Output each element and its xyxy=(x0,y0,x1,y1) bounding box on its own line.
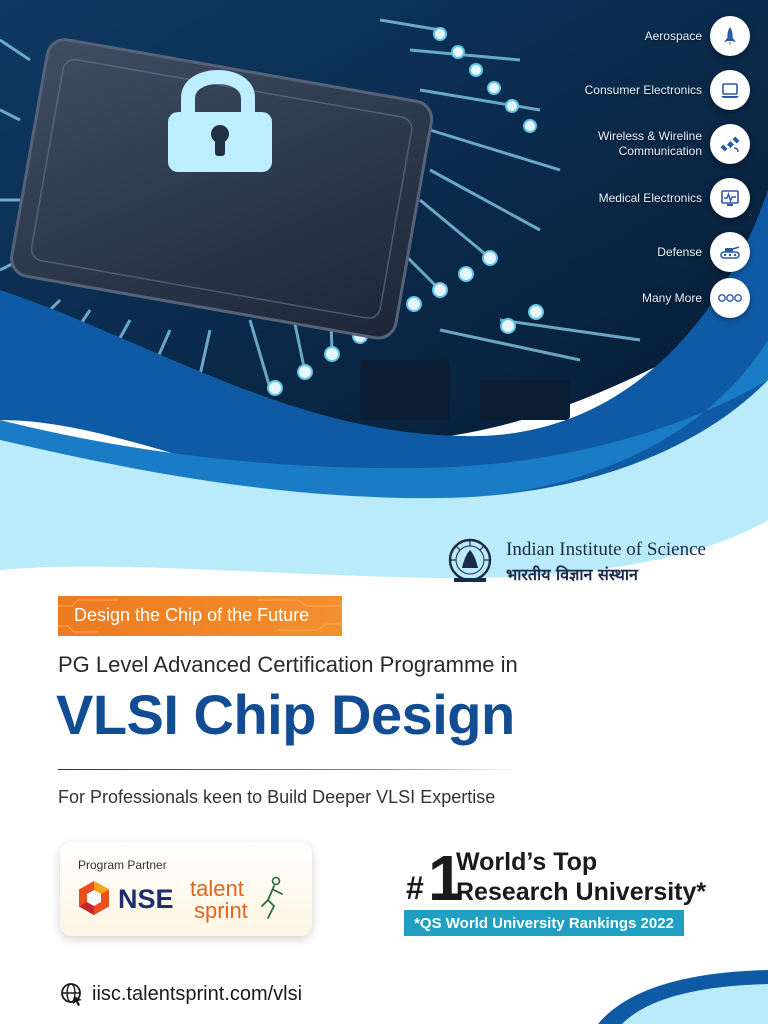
application-many-more: Many More xyxy=(642,278,750,318)
application-aerospace: Aerospace xyxy=(645,16,750,56)
tagline-banner: Design the Chip of the Future xyxy=(58,596,342,636)
website-link[interactable]: iisc.talentsprint.com/vlsi xyxy=(60,982,302,1006)
corner-decoration xyxy=(598,970,768,1024)
globe-icon xyxy=(61,983,82,1006)
application-label: Wireless & Wireline Communication xyxy=(597,129,702,158)
application-label: Many More xyxy=(641,290,702,305)
tagline-banner-background xyxy=(58,596,342,636)
application-defense: Defense xyxy=(657,232,750,272)
application-label: Defense xyxy=(657,244,702,259)
audience-text: For Professionals keen to Build Deeper V… xyxy=(58,787,496,807)
laptop-icon xyxy=(710,70,750,110)
institute-logo: Indian Institute of Science भारतीय विज्ञ… xyxy=(444,536,706,588)
programme-subtitle: PG Level Advanced Certification Programm… xyxy=(58,652,518,677)
rank-hash: # xyxy=(406,870,424,906)
institute-name-hindi: भारतीय विज्ञान संस्थान xyxy=(506,565,638,584)
program-partner-card: Program Partner NSE talent sprint xyxy=(60,842,312,936)
application-label: Medical Electronics xyxy=(598,190,702,205)
application-label: Aerospace xyxy=(644,28,702,43)
circuit-illustration xyxy=(0,0,768,579)
institute-seal-icon xyxy=(448,538,492,582)
programme-title: VLSI Chip Design xyxy=(56,683,515,746)
application-consumer-electronics: Consumer Electronics xyxy=(585,70,750,110)
talentsprint-wordmark-sprint: sprint xyxy=(194,898,248,923)
rocket-icon xyxy=(710,16,750,56)
monitor-icon xyxy=(710,178,750,218)
rank-number: 1 xyxy=(428,842,464,914)
satellite-icon xyxy=(710,124,750,164)
application-wireless-communication: Wireless & Wireline Communication xyxy=(552,124,750,164)
partner-label: Program Partner xyxy=(78,858,167,872)
hero-banner xyxy=(0,0,768,579)
rank-headline: World’s Top xyxy=(456,848,598,876)
more-icon xyxy=(710,278,750,318)
talentsprint-wordmark-talent: talent xyxy=(190,876,244,901)
nse-logo-icon xyxy=(79,881,109,915)
divider xyxy=(58,769,518,770)
tank-icon xyxy=(710,232,750,272)
institute-name-english: Indian Institute of Science xyxy=(506,539,706,560)
application-label: Consumer Electronics xyxy=(584,82,702,97)
nse-wordmark: NSE xyxy=(118,884,174,914)
padlock-icon xyxy=(168,70,272,172)
application-medical-electronics: Medical Electronics xyxy=(599,178,750,218)
rank-source-note: *QS World University Rankings 2022 xyxy=(404,910,684,936)
website-url: iisc.talentsprint.com/vlsi xyxy=(92,982,303,1005)
rank-headline-line2: Research University* xyxy=(456,878,707,906)
tagline-text: Design the Chip of the Future xyxy=(74,605,310,625)
runner-icon xyxy=(261,876,283,919)
